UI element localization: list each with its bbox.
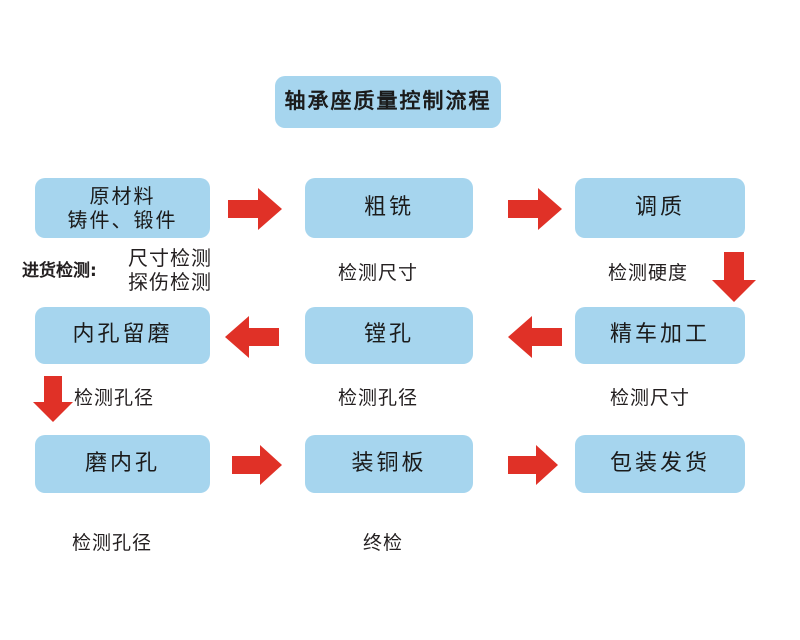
- caption-incoming-item-1: 尺寸检测: [128, 246, 212, 270]
- node-bore[interactable]: 镗孔: [305, 307, 473, 364]
- node-copper-plate-label: 装铜板: [351, 450, 427, 476]
- arrow-right-icon-raw-to-rough: [228, 188, 282, 230]
- caption-check-bore-bottom: 检测孔径: [72, 532, 153, 554]
- arrow-down-icon-reserve-to-grind: [33, 376, 73, 422]
- node-raw-material-label: 原材料 铸件、锻件: [68, 184, 178, 233]
- caption-check-bore-left: 检测孔径: [74, 387, 155, 409]
- node-finish-turn-label: 精车加工: [609, 322, 710, 348]
- node-reserve-grind[interactable]: 内孔留磨: [35, 307, 210, 364]
- node-temper[interactable]: 调质: [575, 178, 745, 238]
- caption-incoming-inspection-items: 尺寸检测 探伤检测: [128, 246, 212, 294]
- node-raw-material-line1: 原材料: [89, 183, 156, 208]
- flowchart-title-box: 轴承座质量控制流程: [275, 76, 501, 128]
- node-temper-label: 调质: [634, 194, 685, 220]
- caption-incoming-inspection-label: 进货检测:: [22, 261, 97, 281]
- arrow-down-icon-temper-to-finish: [712, 252, 756, 302]
- caption-final-inspection: 终检: [363, 532, 404, 554]
- node-grind-hole[interactable]: 磨内孔: [35, 435, 210, 493]
- arrow-right-icon-grind-to-copper: [232, 445, 282, 485]
- node-copper-plate[interactable]: 装铜板: [305, 435, 473, 493]
- caption-check-dimension-1: 检测尺寸: [338, 262, 419, 284]
- arrow-right-icon-copper-to-pack: [508, 445, 558, 485]
- node-rough-mill-label: 粗铣: [363, 194, 414, 220]
- node-bore-label: 镗孔: [363, 322, 414, 348]
- node-grind-hole-label: 磨内孔: [84, 450, 160, 476]
- flowchart-title-text: 轴承座质量控制流程: [284, 89, 492, 114]
- arrow-left-icon-bore-to-reserve: [225, 316, 279, 358]
- caption-check-dimension-2: 检测尺寸: [610, 387, 691, 409]
- caption-check-hardness: 检测硬度: [608, 262, 689, 284]
- node-rough-mill[interactable]: 粗铣: [305, 178, 473, 238]
- node-raw-material[interactable]: 原材料 铸件、锻件: [35, 178, 210, 238]
- caption-check-bore-mid: 检测孔径: [338, 387, 419, 409]
- node-reserve-grind-label: 内孔留磨: [72, 322, 173, 348]
- node-raw-material-line2: 铸件、锻件: [67, 208, 178, 232]
- node-pack-ship-label: 包装发货: [609, 450, 710, 476]
- node-finish-turn[interactable]: 精车加工: [575, 307, 745, 364]
- arrow-left-icon-finish-to-bore: [508, 316, 562, 358]
- arrow-right-icon-rough-to-temper: [508, 188, 562, 230]
- caption-incoming-item-2: 探伤检测: [128, 269, 212, 294]
- node-pack-ship[interactable]: 包装发货: [575, 435, 745, 493]
